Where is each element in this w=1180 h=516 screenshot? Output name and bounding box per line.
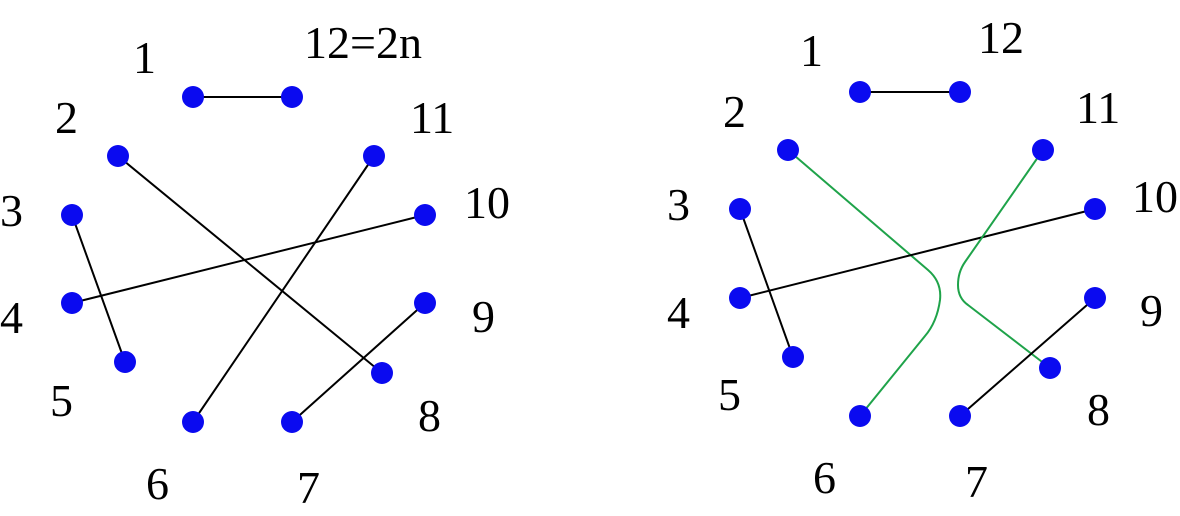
left-panel: 1 2 3 4 5 6 7 8 9 10 11 12=2n — [0, 17, 510, 513]
left-label-2: 2 — [55, 92, 78, 143]
left-node-9 — [414, 292, 436, 314]
right-node-4 — [729, 287, 751, 309]
right-chord-8-11 — [957, 149, 1051, 369]
right-label-3: 3 — [667, 179, 690, 230]
left-node-11 — [363, 145, 385, 167]
left-chord-2-8 — [117, 155, 383, 374]
right-node-1 — [849, 81, 871, 103]
left-node-6 — [182, 411, 204, 433]
left-label-1: 1 — [133, 32, 156, 83]
left-chords — [71, 96, 426, 423]
left-label-5: 5 — [50, 375, 73, 426]
right-node-12 — [949, 81, 971, 103]
right-labels: 1 2 3 4 5 6 7 8 9 10 11 12 — [667, 12, 1178, 507]
right-label-5: 5 — [718, 369, 741, 420]
right-chord-7-9 — [959, 297, 1096, 417]
right-panel: 1 2 3 4 5 6 7 8 9 10 11 12 — [667, 12, 1178, 507]
left-node-8 — [371, 362, 393, 384]
left-node-7 — [281, 411, 303, 433]
right-label-4: 4 — [667, 287, 690, 338]
right-label-11: 11 — [1076, 82, 1120, 133]
right-label-6: 6 — [813, 452, 836, 503]
left-chord-3-5 — [71, 214, 126, 363]
right-node-11 — [1032, 139, 1054, 161]
right-label-1: 1 — [800, 25, 823, 76]
left-node-2 — [107, 145, 129, 167]
right-node-6 — [849, 405, 871, 427]
right-label-10: 10 — [1132, 171, 1178, 222]
right-label-12: 12 — [978, 12, 1024, 63]
right-label-9: 9 — [1140, 285, 1163, 336]
left-labels: 1 2 3 4 5 6 7 8 9 10 11 12=2n — [0, 17, 510, 513]
right-label-7: 7 — [965, 456, 988, 507]
left-label-11: 11 — [410, 92, 454, 143]
right-node-5 — [782, 346, 804, 368]
left-node-3 — [61, 204, 83, 226]
left-node-12 — [281, 86, 303, 108]
left-node-5 — [114, 351, 136, 373]
left-label-4: 4 — [0, 292, 23, 343]
left-label-12-caption: 12=2n — [304, 17, 422, 68]
left-node-10 — [414, 204, 436, 226]
left-label-7: 7 — [297, 462, 320, 513]
right-node-8 — [1039, 357, 1061, 379]
right-chord-2-6 — [787, 149, 942, 417]
left-node-4 — [61, 292, 83, 314]
right-node-9 — [1084, 287, 1106, 309]
right-chord-3-5 — [739, 208, 794, 358]
right-chord-4-10 — [739, 208, 1096, 299]
right-nodes — [729, 81, 1106, 427]
left-label-3: 3 — [0, 185, 23, 236]
left-label-9: 9 — [472, 291, 495, 342]
right-node-2 — [777, 139, 799, 161]
left-chord-7-9 — [291, 302, 426, 423]
right-node-3 — [729, 198, 751, 220]
left-label-10: 10 — [464, 177, 510, 228]
left-node-1 — [182, 86, 204, 108]
left-chord-6-11 — [192, 155, 375, 423]
right-chords — [739, 91, 1096, 417]
right-label-2: 2 — [723, 86, 746, 137]
right-node-10 — [1084, 198, 1106, 220]
left-label-8: 8 — [418, 390, 441, 441]
left-label-6: 6 — [146, 458, 169, 509]
left-nodes — [61, 86, 436, 433]
right-node-7 — [949, 405, 971, 427]
left-chord-4-10 — [71, 214, 426, 304]
right-label-8: 8 — [1087, 384, 1110, 435]
